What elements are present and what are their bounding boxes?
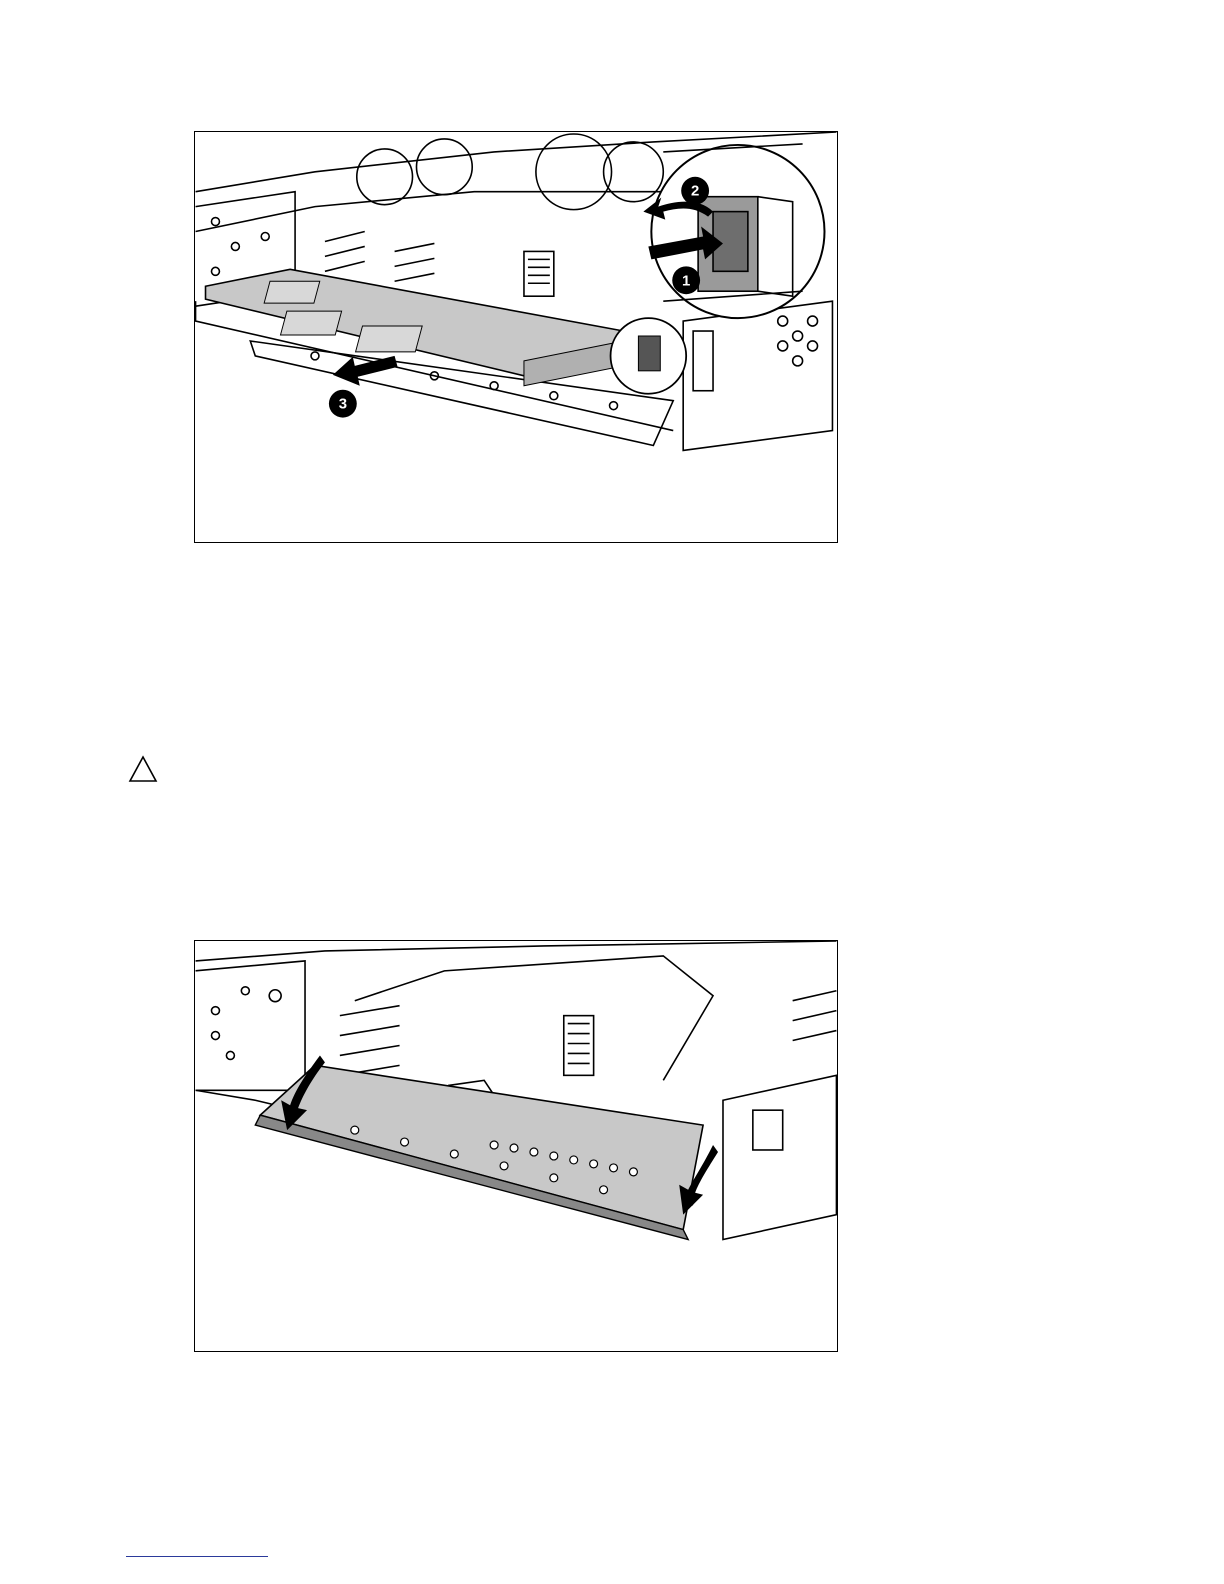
callout-1: 1	[672, 266, 700, 294]
svg-text:2: 2	[691, 183, 699, 200]
svg-text:1: 1	[682, 272, 690, 289]
callout-3: 3	[329, 390, 357, 418]
illustration-riser-cover	[195, 941, 837, 1351]
figure-lower-riser-cover	[194, 940, 838, 1352]
caution-triangle-icon	[128, 755, 158, 783]
illustration-chassis-expansion-board: 1 2 3	[195, 132, 837, 542]
callout-2: 2	[681, 177, 709, 205]
footer-link-underline	[126, 1556, 268, 1557]
expansion-board	[206, 269, 624, 385]
figure-remove-expansion-board: 1 2 3	[194, 131, 838, 543]
svg-text:3: 3	[339, 396, 347, 413]
riser-cover-panel	[255, 1065, 703, 1239]
